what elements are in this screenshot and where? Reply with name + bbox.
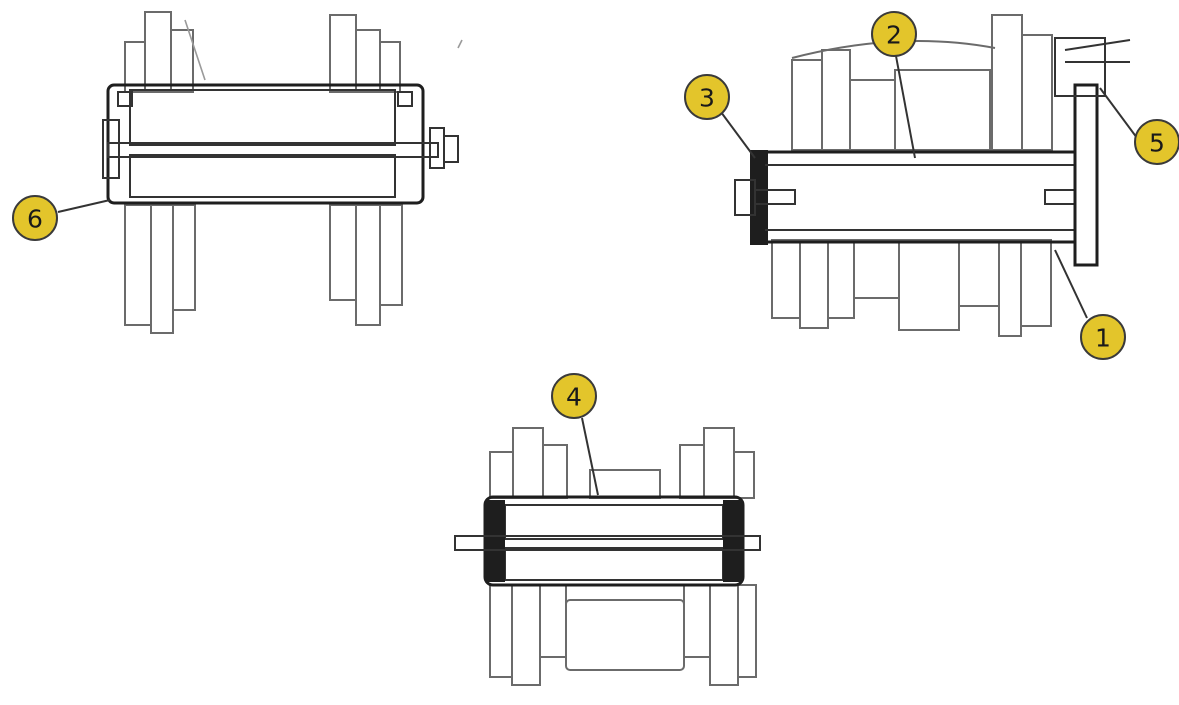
view-c-assembly bbox=[454, 427, 761, 686]
callout-1-label: 1 bbox=[1095, 324, 1111, 353]
view-b-bolt bbox=[754, 189, 796, 205]
view-a-left-plates bbox=[124, 11, 206, 334]
callout-1: 1 bbox=[1080, 314, 1126, 360]
view-a-right-plates bbox=[329, 14, 403, 326]
view-c-upper-section bbox=[504, 504, 724, 540]
callout-4: 4 bbox=[551, 373, 597, 419]
view-c-background-plates bbox=[489, 427, 757, 686]
callout-5: 5 bbox=[1134, 119, 1179, 165]
view-c-roller-housing bbox=[483, 495, 745, 587]
leader-1 bbox=[1054, 249, 1088, 319]
view-c-lower-section bbox=[504, 547, 724, 581]
view-b-background-plates bbox=[771, 14, 1053, 337]
leader-2 bbox=[895, 55, 916, 159]
view-a-bolt-end bbox=[443, 135, 459, 163]
callout-2-label: 2 bbox=[886, 21, 902, 50]
callout-6-label: 6 bbox=[27, 205, 43, 234]
view-a-roller-upper-section bbox=[129, 89, 396, 146]
view-a-roller-lower-section bbox=[129, 154, 396, 198]
view-a-assembly bbox=[102, 11, 463, 334]
callout-3: 3 bbox=[684, 74, 730, 120]
leader-lines bbox=[57, 55, 1141, 496]
view-b-pin bbox=[1044, 189, 1076, 205]
callout-3-label: 3 bbox=[699, 84, 715, 113]
view-c-shaft bbox=[454, 535, 761, 551]
leader-5 bbox=[1099, 87, 1141, 143]
view-b-bracket bbox=[1073, 83, 1099, 267]
view-b-end-washer bbox=[750, 150, 768, 245]
view-a-right-bearing bbox=[397, 91, 413, 107]
view-c-left-cap bbox=[485, 500, 505, 582]
leader-3 bbox=[717, 107, 756, 159]
callout-2: 2 bbox=[871, 11, 917, 57]
view-c-right-cap bbox=[723, 500, 743, 582]
view-b-assembly bbox=[734, 14, 1131, 337]
leader-4 bbox=[581, 417, 599, 496]
view-a-left-bolt-head bbox=[102, 119, 120, 179]
leader-6 bbox=[57, 199, 111, 213]
callout-4-label: 4 bbox=[566, 383, 582, 412]
callout-5-label: 5 bbox=[1149, 129, 1165, 158]
callout-6: 6 bbox=[12, 195, 58, 241]
view-b-fastener bbox=[1054, 37, 1106, 97]
view-a-shaft bbox=[107, 142, 439, 158]
view-a-left-bearing bbox=[117, 91, 133, 107]
